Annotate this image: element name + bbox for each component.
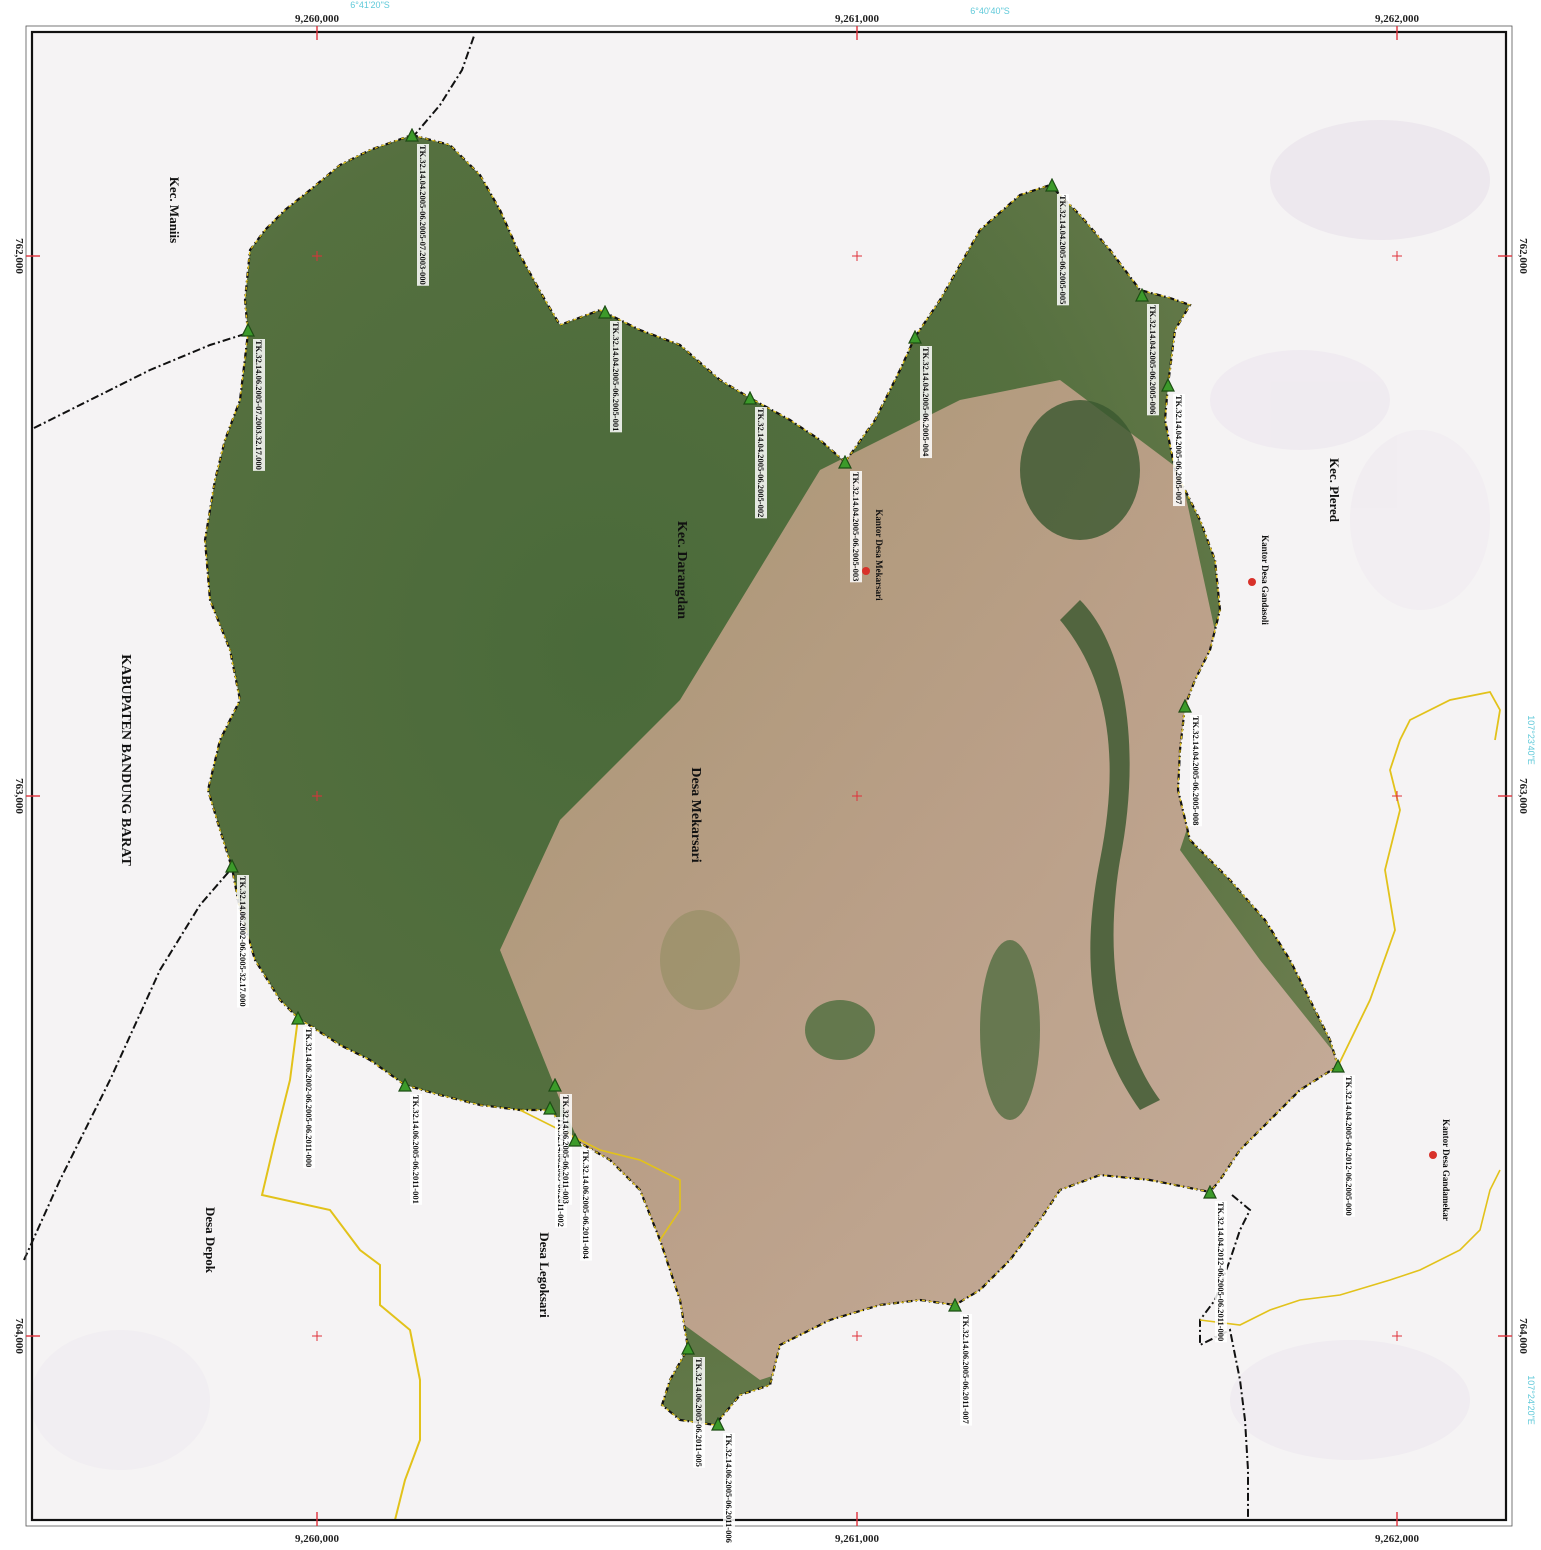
boundary-depok <box>260 1017 421 1521</box>
label-desa-mekarsari: Desa Mekarsari <box>688 767 703 862</box>
grid-label-top-1: 9,260,000 <box>295 13 340 25</box>
benchmark-label: TK.32.14.06.2005-06.2011-003 <box>561 1095 571 1204</box>
external-boundaries <box>23 35 1501 1521</box>
benchmark-label: TK.32.14.04.2005-06.2005-008 <box>1191 716 1201 825</box>
map-frame <box>30 30 1508 1522</box>
benchmark-label: TK.32.14.06.2002-06.2005-06.2011-000 <box>304 1028 314 1167</box>
benchmark-label: TK.32.14.04.2005-06.2005-07.2003-000 <box>418 145 428 285</box>
forest-strip-east <box>1060 600 1160 1110</box>
benchmark-label: TK.32.14.04.2005-06.2005-002 <box>756 408 766 517</box>
outer-terrain <box>30 120 1490 1470</box>
graticule-labels: 6°41'20"S 6°40'40"S 107°23'40"E 107°24'2… <box>350 0 1536 1425</box>
benchmark-label: TK.32.14.06.2005-06.2011-004 <box>581 1150 591 1260</box>
benchmark-label-halo <box>850 471 862 583</box>
benchmark-label-halo <box>1215 1201 1227 1343</box>
study-area <box>203 133 1340 1427</box>
benchmark-label-halo <box>237 875 249 1008</box>
benchmark-label-halo <box>920 346 932 459</box>
office-label-gandasoli: Kantor Desa Gandasoli <box>1260 535 1270 625</box>
office-label-gandamekar: Kantor Desa Gandamekar <box>1441 1119 1451 1221</box>
benchmark-label: TK.32.14.04.2005-06.2005-001 <box>611 322 621 431</box>
label-kec-plered: Kec. Plered <box>1327 458 1342 523</box>
boundary-maniis-north <box>33 332 249 429</box>
benchmark-label-halo <box>960 1314 972 1426</box>
benchmark-label-halo <box>253 339 265 471</box>
grid-label-right-1: 762,000 <box>1517 238 1529 274</box>
benchmark-label-halo <box>723 1433 735 1544</box>
boundary-gandamekar <box>1337 690 1501 1067</box>
benchmark-label: TK.32.14.04.2005-04.2012-06.2005-000 <box>1344 1076 1354 1216</box>
benchmark-label-halo <box>303 1027 315 1169</box>
office-label-mekarsari: Kantor Desa Mekarsari <box>874 509 884 601</box>
settlement-zone <box>500 380 1338 1380</box>
benchmark-label-halo <box>560 1094 572 1205</box>
benchmark-label-halo <box>410 1094 422 1205</box>
benchmark-label: TK.32.14.06.2005-06.2011-006 <box>724 1434 734 1543</box>
benchmark-label-halo <box>417 144 429 286</box>
office-marker-gandamekar[interactable] <box>1429 1151 1437 1159</box>
grid-label-right-3: 764,000 <box>1517 1318 1529 1354</box>
grid-label-bottom-2: 9,261,000 <box>835 1533 880 1545</box>
benchmark-label: TK.32.14.04.2005-06.2005-006 <box>1148 305 1158 414</box>
benchmark-label: TK.32.14.04.2012-06.2005-06.2011-000 <box>1216 1202 1226 1341</box>
grid-labels-left: 762,000 763,000 764,000 <box>13 238 25 1354</box>
label-desa-depok: Desa Depok <box>203 1207 218 1274</box>
benchmark-label-halo <box>580 1149 592 1261</box>
benchmark-label: TK.32.14.04.2005-06.2005-007 <box>1174 395 1184 505</box>
benchmark-label-halo <box>1147 304 1159 416</box>
grid-label-top-2: 9,261,000 <box>835 13 880 25</box>
benchmark-label-halo <box>1173 394 1185 507</box>
benchmark-label-halo <box>1190 715 1202 827</box>
grid-label-right-2: 763,000 <box>1517 778 1529 814</box>
boundary-gandamekar-south <box>1199 1169 1501 1326</box>
office-marker-gandasoli[interactable] <box>1248 578 1256 586</box>
benchmark-label: TK.32.14.04.2005-06.2005-004 <box>921 347 931 457</box>
map-frame-outer <box>25 25 1513 1527</box>
benchmark-label: TK.32.14.06.2005-06.2011-001 <box>411 1095 421 1204</box>
benchmark-label: TK.32.14.06.2005-07.2003.32.17.000 <box>254 340 264 470</box>
graticule-label-2: 6°40'40"S <box>970 6 1010 16</box>
graticule-label-1: 6°41'20"S <box>350 0 390 10</box>
benchmark-label-halo <box>1057 194 1069 306</box>
grid-label-bottom-1: 9,260,000 <box>295 1533 340 1545</box>
benchmark-label: TK.32.14.06.2005-06.2011-007 <box>961 1315 971 1425</box>
grid-label-bottom-3: 9,262,000 <box>1375 1533 1420 1545</box>
benchmark-label: TK.32.14.04.2005-06.2005-003 <box>851 472 861 581</box>
benchmark-label-halo <box>1343 1075 1355 1217</box>
grid-labels-bottom: 9,260,000 9,261,000 9,262,000 <box>295 1533 1420 1545</box>
label-desa-legoksari: Desa Legoksari <box>537 1232 552 1318</box>
village-offices: Kantor Desa Mekarsari Kantor Desa Gandas… <box>862 509 1451 1221</box>
grid-label-left-1: 762,000 <box>13 238 25 274</box>
grid-labels-right: 762,000 763,000 764,000 <box>1517 238 1529 1354</box>
grid-ticks <box>26 26 1512 1526</box>
label-kec-darangdan: Kec. Darangdan <box>674 521 689 619</box>
office-marker-mekarsari[interactable] <box>862 567 870 575</box>
benchmark-label: TK.32.14.04.2005-06.2005-005 <box>1058 195 1068 304</box>
benchmark-label-halo <box>755 407 767 519</box>
boundary-bandung-barat <box>23 867 233 1261</box>
grid-labels-top: 9,260,000 9,261,000 9,262,000 <box>295 13 1420 25</box>
grid-label-left-3: 764,000 <box>13 1318 25 1354</box>
graticule-label-3: 107°23'40"E <box>1526 715 1536 765</box>
benchmark-label-halo <box>693 1357 705 1468</box>
boundary-north-top <box>411 35 475 139</box>
label-kab-bandung-barat: KABUPATEN BANDUNG BARAT <box>118 654 133 866</box>
label-kec-maniis: Kec. Maniis <box>167 177 182 243</box>
benchmark-label: TK.32.14.06.2005-06.2011-005 <box>694 1358 704 1467</box>
grid-label-top-3: 9,262,000 <box>1375 13 1420 25</box>
benchmark-points: TK.32.14.04.2005-06.2005-07.2003-000TK.3… <box>225 128 1355 1544</box>
place-labels: Kec. Maniis KABUPATEN BANDUNG BARAT Kec.… <box>118 177 1342 1318</box>
graticule-label-4: 107°24'20"E <box>1526 1375 1536 1425</box>
benchmark-label-halo <box>610 321 622 433</box>
benchmark-label: TK.32.14.06.2002-06.2005-32.17.000 <box>238 876 248 1007</box>
grid-label-left-2: 763,000 <box>13 778 25 814</box>
